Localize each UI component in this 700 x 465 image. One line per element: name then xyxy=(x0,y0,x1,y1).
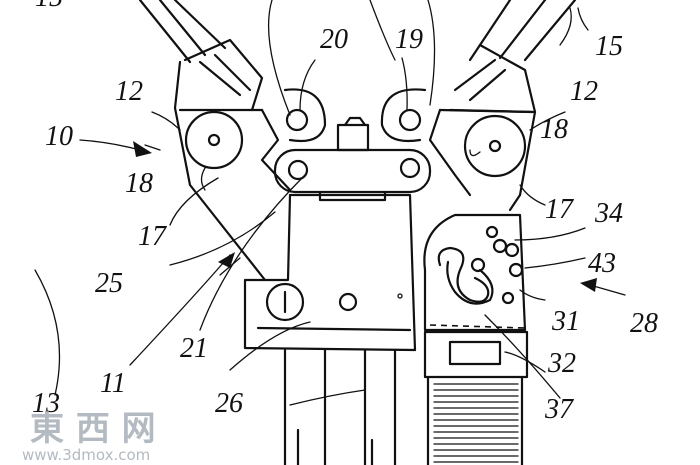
label-19: 19 xyxy=(395,24,423,55)
label-32: 32 xyxy=(547,348,576,379)
label-18-right: 18 xyxy=(540,114,568,145)
right-clamp-jaw xyxy=(428,108,537,212)
label-15-right: 15 xyxy=(595,31,623,62)
arrow-28-shaft xyxy=(589,284,626,296)
label-18-left: 18 xyxy=(125,168,153,199)
watermark-url: www.3dmox.com xyxy=(22,446,150,464)
label-34: 34 xyxy=(594,198,623,229)
label-12-left: 12 xyxy=(115,76,143,107)
label-17-right: 17 xyxy=(545,194,574,225)
arrow-10-shaft xyxy=(79,139,141,151)
leader-lines xyxy=(34,0,589,406)
label-15-left: 15 xyxy=(35,0,63,13)
watermark-chinese: 東 西 网 xyxy=(30,409,156,449)
label-17-left: 17 xyxy=(138,221,167,252)
left-clamp-jaw xyxy=(173,60,292,282)
ribbed-cylinder xyxy=(426,376,524,465)
label-12-right: 12 xyxy=(570,76,598,107)
gear-housing xyxy=(423,213,527,332)
link-pivots xyxy=(283,88,427,143)
bolt-19 xyxy=(398,108,422,132)
screw-26 xyxy=(265,282,305,322)
bolt-20 xyxy=(285,108,309,132)
label-11: 11 xyxy=(100,368,126,399)
label-31: 31 xyxy=(551,306,580,337)
label-13: 13 xyxy=(32,388,60,419)
right-upper-arm xyxy=(448,0,577,114)
arrow-10-head xyxy=(133,141,152,157)
label-10: 10 xyxy=(45,121,73,152)
label-21: 21 xyxy=(180,333,208,364)
main-body xyxy=(243,193,417,352)
arrow-28-head xyxy=(580,278,597,292)
label-20: 20 xyxy=(320,24,348,55)
arrow-11-head xyxy=(218,252,235,268)
pivot-18-left xyxy=(184,110,244,170)
label-25: 25 xyxy=(95,268,123,299)
left-upper-arm xyxy=(138,0,264,112)
coupler-32 xyxy=(423,330,529,379)
label-28: 28 xyxy=(630,308,658,339)
label-26: 26 xyxy=(215,388,243,419)
lower-rods xyxy=(283,348,397,465)
label-37: 37 xyxy=(544,394,574,425)
reference-numerals: 15 15 20 19 12 12 10 18 18 17 17 34 43 2… xyxy=(32,0,658,425)
pivot-18-right xyxy=(463,114,527,178)
label-43: 43 xyxy=(588,248,616,279)
